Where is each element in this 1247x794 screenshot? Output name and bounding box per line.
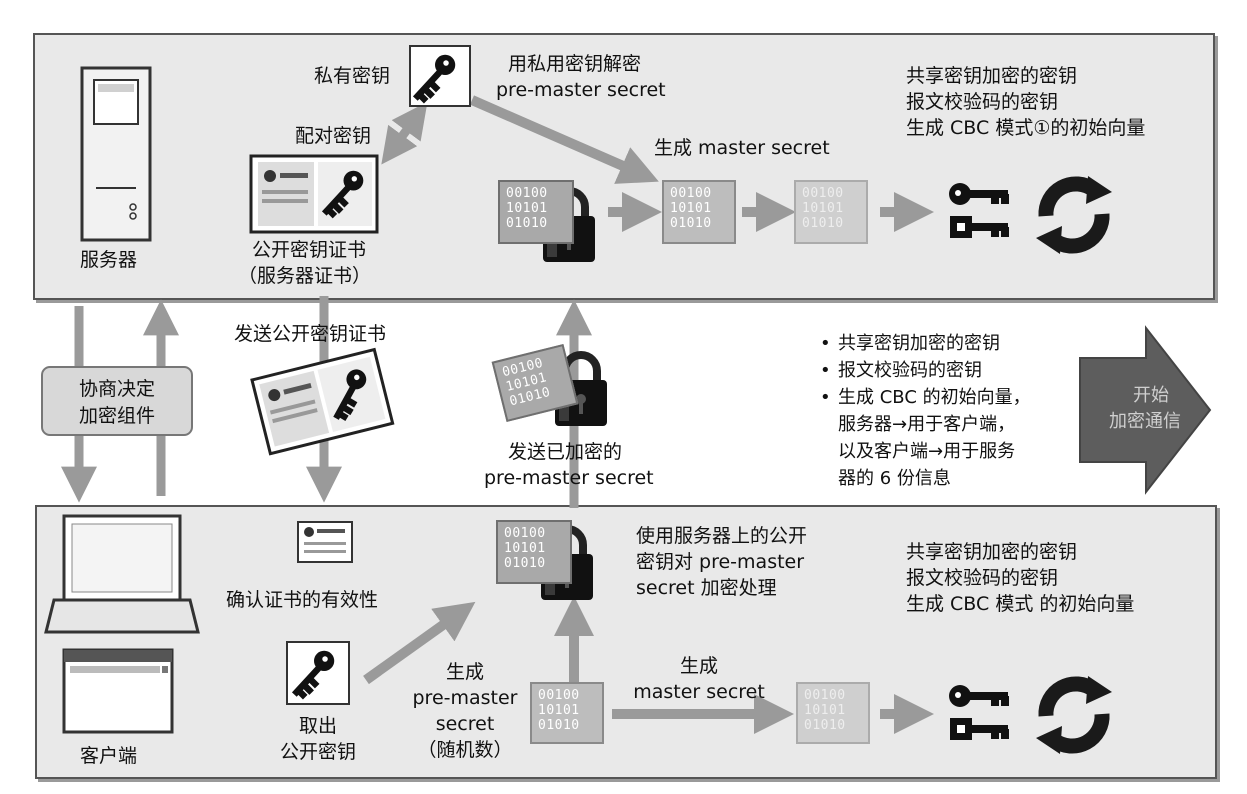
- pair-key-arrow: [381, 101, 428, 165]
- binary-line: 01010: [506, 216, 548, 231]
- send-encrypted-label-1: 发送已加密的: [508, 441, 623, 463]
- client-gen-master-label-2: master secret: [633, 681, 765, 703]
- binary-line: 10101: [538, 703, 580, 718]
- key-info-text: 服务器→用于客户端，: [838, 414, 1016, 435]
- server-keys-info-1: 共享密钥加密的密钥: [906, 65, 1078, 87]
- key-info-text: 报文校验码的密钥: [838, 360, 982, 381]
- public-key-icon: [286, 641, 350, 705]
- send-encrypted-label-2: pre-master secret: [484, 467, 654, 489]
- binary-line: 00100: [504, 526, 546, 541]
- binary-line: 10101: [504, 541, 546, 556]
- decrypt-label-1: 用私用密钥解密: [508, 53, 642, 75]
- key-info-text: 生成 CBC 的初始向量，: [838, 387, 1031, 408]
- key-info-list: • 共享密钥加密的密钥 • 报文校验码的密钥 • 生成 CBC 的初始向量， 服务器→…: [820, 330, 1031, 492]
- decrypt-label-2: pre-master secret: [496, 79, 666, 101]
- gen-premaster-label-1: 生成: [445, 661, 484, 683]
- start-arrow-label-2: 加密通信: [1109, 411, 1181, 432]
- encrypt-label-1: 使用服务器上的公开: [636, 525, 808, 547]
- negotiate-line-2: 加密组件: [78, 405, 155, 427]
- take-key-arrow: [363, 601, 476, 685]
- negotiate-cipher-box: 协商决定 加密组件: [41, 366, 193, 436]
- server-icon: [80, 66, 152, 242]
- binary-line: 01010: [804, 718, 846, 733]
- client-keys-icon: [949, 685, 1008, 740]
- key-info-text: 器的 6 份信息: [838, 468, 951, 489]
- server-keys-info-2: 报文校验码的密钥: [906, 91, 1059, 113]
- binary-line: 01010: [670, 216, 712, 231]
- binary-line: 01010: [802, 216, 844, 231]
- send-cert-label: 发送公开密钥证书: [234, 323, 387, 345]
- client-refresh-icon: [1036, 676, 1112, 754]
- gen-master-label: 生成 master secret: [654, 137, 830, 159]
- key-info-text: 共享密钥加密的密钥: [838, 333, 1000, 354]
- private-key-icon: [409, 45, 471, 107]
- decrypt-arrow: [469, 95, 659, 184]
- browser-icon: [62, 648, 174, 734]
- client-panel: [35, 505, 1217, 779]
- bullet-dot: •: [820, 360, 831, 381]
- take-key-label-1: 取出: [298, 715, 337, 737]
- laptop-icon: [44, 514, 200, 634]
- key-info-item: • 报文校验码的密钥: [820, 357, 1031, 384]
- binary-line: 10101: [670, 201, 712, 216]
- small-certificate-icon: [297, 521, 353, 563]
- encrypt-label-3: secret 加密处理: [636, 577, 777, 599]
- gen-premaster-label-4: （随机数）: [417, 739, 513, 761]
- server-certificate-icon: [249, 154, 379, 234]
- client-keys-info-3: 生成 CBC 模式 的初始向量: [906, 593, 1135, 615]
- bullet-dot: •: [820, 387, 831, 408]
- client-label: 客户端: [80, 745, 138, 767]
- cert-label-2: （服务器证书）: [238, 265, 372, 287]
- encrypt-label-2: 密钥对 pre-master: [636, 551, 805, 573]
- binary-line: 00100: [670, 186, 712, 201]
- binary-line: 00100: [506, 186, 548, 201]
- verify-cert-label: 确认证书的有效性: [226, 589, 379, 611]
- binary-line: 01010: [538, 718, 580, 733]
- binary-line: 10101: [804, 703, 846, 718]
- key-info-item: • 共享密钥加密的密钥: [820, 330, 1031, 357]
- cert-label-1: 公开密钥证书: [252, 239, 367, 261]
- private-key-label: 私有密钥: [314, 65, 391, 87]
- server-refresh-icon: [1036, 176, 1112, 254]
- key-info-item: 服务器→用于客户端，: [820, 411, 1031, 438]
- gen-premaster-label-3: secret: [435, 713, 495, 735]
- negotiate-line-1: 协商决定: [78, 378, 155, 400]
- bullet-dot: •: [820, 333, 831, 354]
- client-gen-master-label-1: 生成: [679, 655, 718, 677]
- key-info-item: 器的 6 份信息: [820, 465, 1031, 492]
- key-info-item: 以及客户端→用于服务: [820, 438, 1031, 465]
- client-keys-info-2: 报文校验码的密钥: [906, 567, 1059, 589]
- take-key-label-2: 公开密钥: [279, 741, 356, 763]
- start-communication-arrow: [1079, 325, 1212, 495]
- binary-line: 00100: [538, 688, 580, 703]
- binary-line: 10101: [506, 201, 548, 216]
- key-info-item: • 生成 CBC 的初始向量，: [820, 384, 1031, 411]
- start-arrow-label-1: 开始: [1133, 385, 1169, 406]
- key-info-text: 以及客户端→用于服务: [838, 441, 1016, 462]
- gen-premaster-label-2: pre-master: [412, 687, 518, 709]
- sending-certificate-icon: [250, 347, 395, 456]
- pair-key-label: 配对密钥: [295, 125, 372, 147]
- client-keys-info-1: 共享密钥加密的密钥: [906, 541, 1078, 563]
- server-label: 服务器: [80, 249, 138, 271]
- binary-line: 01010: [504, 556, 546, 571]
- binary-line: 00100: [804, 688, 846, 703]
- binary-line: 10101: [802, 201, 844, 216]
- server-keys-icon: [949, 183, 1008, 238]
- server-keys-info-3: 生成 CBC 模式①的初始向量: [906, 117, 1146, 139]
- binary-line: 00100: [802, 186, 844, 201]
